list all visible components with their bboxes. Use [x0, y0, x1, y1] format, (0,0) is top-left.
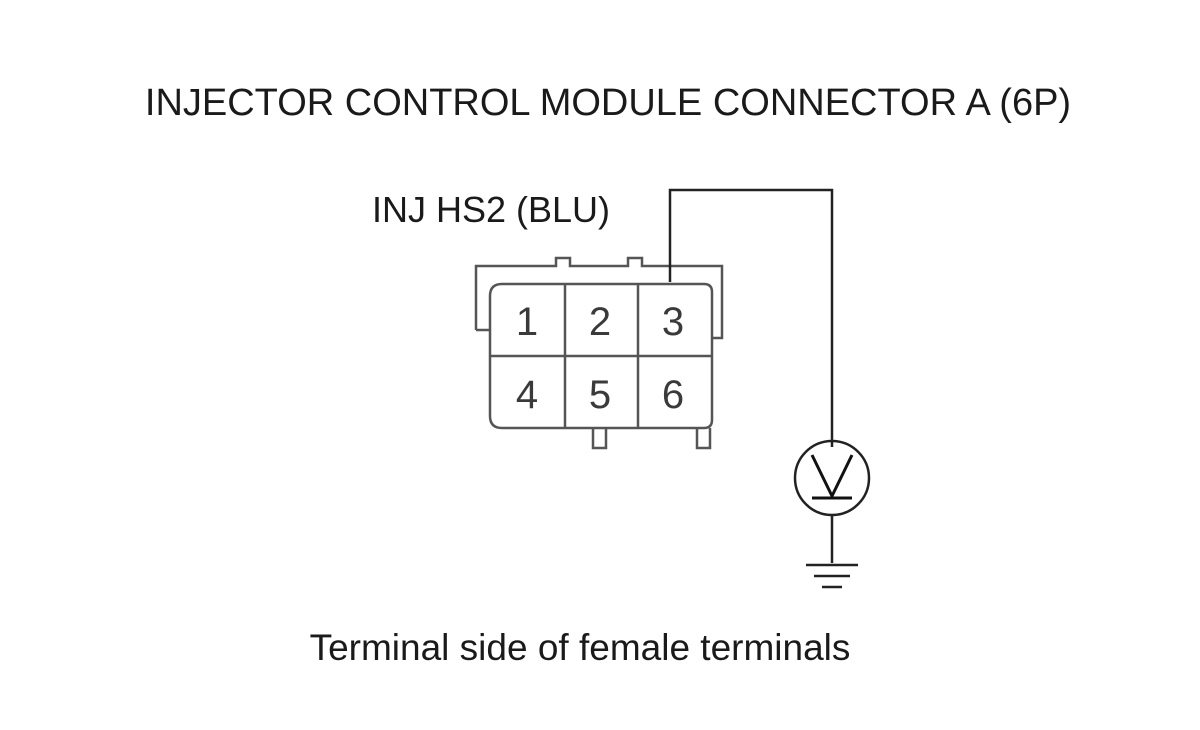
diagram-title: INJECTOR CONTROL MODULE CONNECTOR A (6P) — [145, 82, 1071, 124]
connector-inner-body — [488, 282, 714, 430]
voltmeter-icon — [793, 439, 871, 517]
wire-label: INJ HS2 (BLU) — [372, 189, 610, 230]
pin-4: 4 — [516, 373, 538, 417]
pin-5: 5 — [589, 373, 611, 417]
pin-6: 6 — [662, 373, 684, 417]
pin-1: 1 — [516, 300, 538, 344]
pin-3: 3 — [662, 300, 684, 344]
ground-icon — [806, 563, 858, 589]
connector-bottom-key — [591, 428, 608, 450]
connector-bottom-key — [695, 428, 712, 450]
connector-outer-shell — [474, 256, 724, 340]
probe-wire — [668, 188, 834, 447]
connector-housing — [474, 256, 724, 450]
diagram-caption: Terminal side of female terminals — [310, 627, 851, 668]
connector-pins: 1 2 3 4 5 6 — [516, 300, 684, 417]
pin-2: 2 — [589, 300, 611, 344]
